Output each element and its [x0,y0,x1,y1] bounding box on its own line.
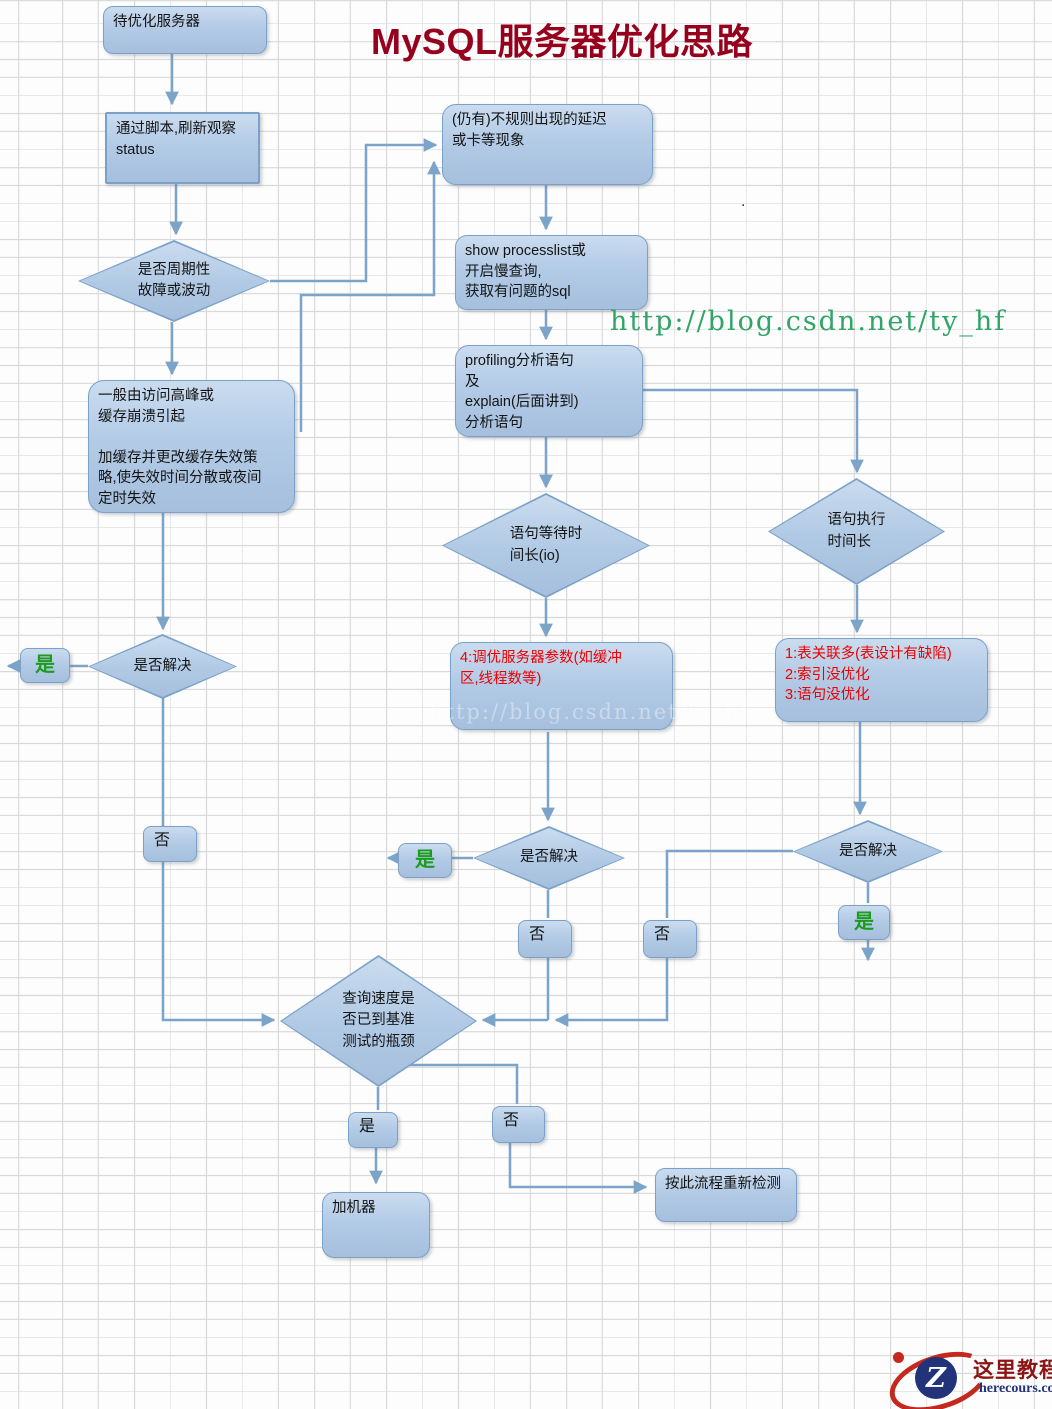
tag-yes-right: 是 [838,905,890,940]
page-title: MySQL服务器优化思路 [371,21,754,62]
decision-label: 是否解决 [520,849,578,866]
decision-label: 语句执行 时间长 [827,512,886,550]
node-cache-cause: 一般由访问高峰或 缓存崩溃引起 加缓存并更改缓存失效策 略,使失效时间分散或夜间… [88,380,295,513]
node-label: 加机器 [332,1200,376,1216]
node-profiling-explain: profiling分析语句 及 explain(后面讲到) 分析语句 [455,345,643,437]
decision-solved-right: 是否解决 [793,820,943,883]
decision-wait-time-io: 语句等待时 间长(io) [442,493,650,598]
tag-no-middle: 否 [518,920,572,958]
tag-label: 否 [654,926,671,943]
logo-site-name: 这里教程网 [973,1359,1052,1382]
decision-solved-middle: 是否解决 [473,826,625,890]
watermark-url: http://blog.csdn.net/ty_hf [610,306,1007,337]
decision-periodic-fault: 是否周期性 故障或波动 [78,240,270,322]
node-label: 待优化服务器 [113,14,200,30]
node-label: 4:调优服务器参数(如缓冲 区,线程数等) [460,650,622,687]
decision-exec-time-long: 语句执行 时间长 [768,478,945,585]
stray-dot: . [741,193,746,210]
decision-label: 是否解决 [839,842,897,859]
node-label: 按此流程重新检测 [665,1176,781,1192]
tag-label: 否 [529,926,546,943]
logo-ball-icon [893,1352,904,1363]
decision-benchmark-bottleneck: 查询速度是 否已到基准 测试的瓶颈 [280,955,477,1087]
decision-label: 是否周期性 故障或波动 [137,261,211,299]
tag-yes-left: 是 [20,648,70,683]
node-label: 一般由访问高峰或 缓存崩溃引起 加缓存并更改缓存失效策 略,使失效时间分散或夜间… [98,388,262,507]
tag-label: 否 [503,1112,520,1129]
node-tune-server-params: 4:调优服务器参数(如缓冲 区,线程数等) [450,642,673,730]
node-label: show processlist或 开启慢查询, 获取有问题的sql [465,243,586,301]
tag-label: 是 [359,1118,376,1135]
tag-no-right: 否 [643,920,697,958]
decision-label: 是否解决 [133,657,192,674]
tag-no-left: 否 [143,826,197,862]
node-refresh-status: 通过脚本,刷新观察 status [105,112,260,184]
tag-label: 否 [154,832,171,849]
tag-label: 是 [35,654,55,677]
node-label: (仍有)不规则出现的延迟 或卡等现象 [452,112,607,149]
tag-label: 是 [854,911,874,934]
tag-label: 是 [415,849,435,872]
decision-solved-left: 是否解决 [88,634,237,699]
tag-yes-benchmark: 是 [348,1112,398,1148]
node-server-to-optimize: 待优化服务器 [103,6,267,54]
node-add-machine: 加机器 [322,1192,430,1258]
logo-site-domain: herecours.com [979,1381,1052,1396]
node-irregular-delay: (仍有)不规则出现的延迟 或卡等现象 [442,104,653,185]
logo-z-icon: Z [915,1357,957,1399]
decision-label: 语句等待时 间长(io) [509,526,583,564]
site-logo: Z 这里教程网 herecours.com [882,1340,1052,1409]
decision-label: 查询速度是 否已到基准 测试的瓶颈 [342,991,415,1050]
watermark-url-faint: http://blog.csdn.net/ty_hf [430,700,750,724]
node-recheck-flow: 按此流程重新检测 [655,1168,797,1222]
node-causes-list: 1:表关联多(表设计有缺陷) 2:索引没优化 3:语句没优化 [775,638,988,722]
node-label: profiling分析语句 及 explain(后面讲到) 分析语句 [465,353,579,431]
tag-yes-middle: 是 [398,843,452,878]
tag-no-benchmark: 否 [492,1106,545,1143]
node-label: 1:表关联多(表设计有缺陷) 2:索引没优化 3:语句没优化 [785,646,952,704]
node-show-processlist: show processlist或 开启慢查询, 获取有问题的sql [455,235,648,310]
node-label: 通过脚本,刷新观察 status [116,121,237,158]
logo-monogram: Z [926,1362,946,1394]
